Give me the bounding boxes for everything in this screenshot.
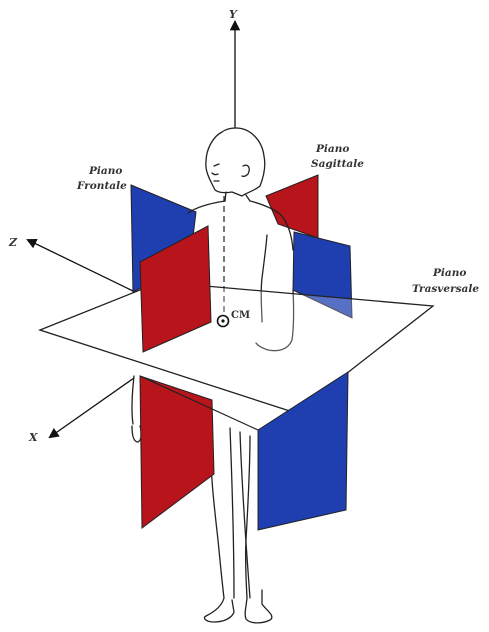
z-axis: [28, 240, 133, 291]
x-axis: [50, 378, 134, 437]
sagittal-plane-label-line1: Piano: [315, 143, 349, 155]
z-axis-label: Z: [8, 236, 18, 249]
sagittal-plane-label-line2: Sagittale: [311, 158, 364, 170]
transverse-plane: [40, 282, 433, 413]
transverse-plane-label-line1: Piano: [432, 267, 466, 279]
transverse-plane-label-line2: Trasversale: [412, 283, 479, 295]
frontal-plane-label-line2: Frontale: [76, 180, 127, 192]
center-of-mass-marker: [218, 316, 229, 327]
sagittal-plane-back: [266, 175, 318, 238]
frontal-plane-label-line1: Piano: [88, 165, 122, 177]
center-of-mass-label: CM: [231, 310, 250, 321]
sagittal-plane-front-bottom: [140, 376, 214, 528]
x-axis-label: X: [28, 431, 38, 444]
y-axis-label: Y: [229, 8, 238, 21]
